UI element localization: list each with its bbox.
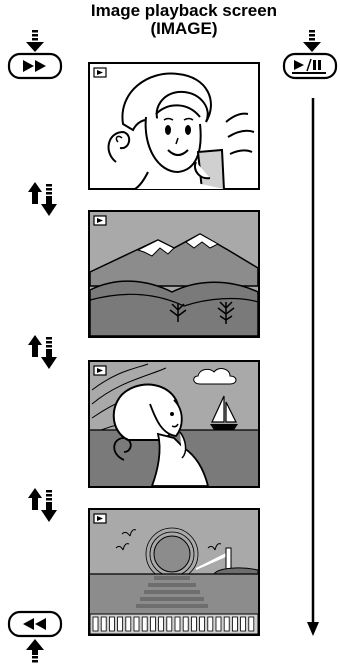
film-perforation [101, 617, 106, 631]
up-down-arrows-2 [26, 333, 70, 373]
diagram-subtitle: (IMAGE) [70, 20, 298, 38]
film-perforation [134, 617, 139, 631]
frame-mountain-landscape [88, 210, 260, 338]
up-down-arrows-1 [26, 180, 70, 220]
film-perforation [241, 617, 246, 631]
playback-icon [94, 68, 106, 77]
playback-icon [94, 514, 106, 523]
film-perforation [224, 617, 229, 631]
film-perforation [142, 617, 147, 631]
frame-woman-seaside [88, 360, 260, 488]
rewind-button[interactable] [9, 612, 61, 636]
up-down-arrows-3 [26, 486, 70, 526]
play-pause-button-group[interactable] [278, 30, 340, 645]
up-arrow-icon [28, 182, 42, 204]
frame-sunset-sea [88, 508, 260, 636]
film-perforation [249, 617, 254, 631]
press-down-arrow-icon [303, 30, 321, 52]
press-down-arrow-icon [26, 30, 44, 52]
sequence-direction-arrow [307, 98, 319, 636]
down-arrow-icon [41, 490, 57, 522]
rewind-button-group[interactable] [4, 610, 74, 665]
film-perforation [183, 617, 188, 631]
press-up-arrow-icon [26, 639, 44, 663]
film-perforation [167, 617, 172, 631]
film-perforation [159, 617, 164, 631]
film-perforation [126, 617, 131, 631]
film-perforation [150, 617, 155, 631]
play-pause-button[interactable] [284, 54, 336, 78]
film-perforation [232, 617, 237, 631]
up-arrow-icon [28, 335, 42, 357]
playback-icon [94, 366, 106, 375]
film-perforation [216, 617, 221, 631]
up-arrow-icon [28, 488, 42, 510]
film-perforation [175, 617, 180, 631]
down-arrow-icon [41, 337, 57, 369]
film-perforation [208, 617, 213, 631]
down-arrow-icon [41, 184, 57, 216]
frame-woman-portrait [88, 62, 260, 190]
film-perforation [93, 617, 98, 631]
diagram-title: Image playback screen [70, 2, 298, 20]
fast-forward-button[interactable] [9, 54, 61, 78]
forward-button-group[interactable] [4, 30, 74, 92]
film-perforation [200, 617, 205, 631]
film-perforation [118, 617, 123, 631]
film-perforation [109, 617, 114, 631]
playback-icon [94, 216, 106, 225]
film-perforation [191, 617, 196, 631]
